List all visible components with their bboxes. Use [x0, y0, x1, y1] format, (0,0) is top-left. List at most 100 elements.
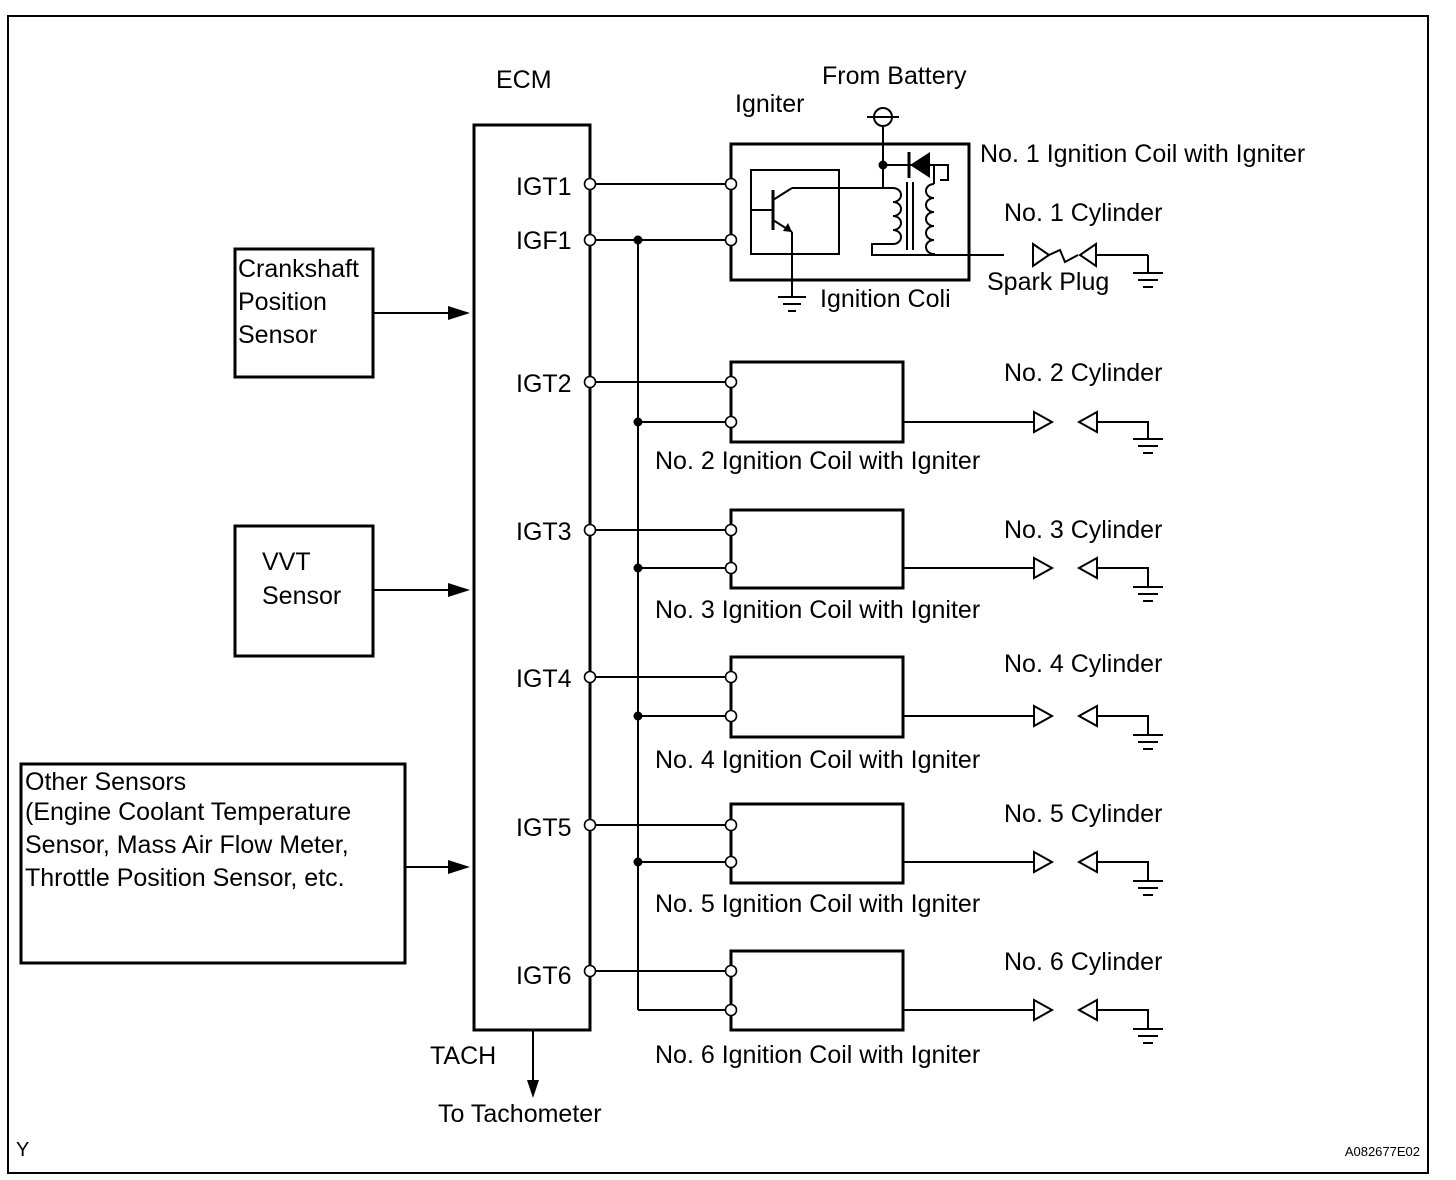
no2-cylinder-label: No. 2 Cylinder	[1004, 359, 1162, 387]
no2-coil-terminal-igt	[724, 375, 738, 389]
other-sensors-label-1: Other Sensors	[25, 768, 186, 796]
other-sensors: Other Sensors (Engine Coolant Temperatur…	[19, 762, 470, 965]
ecm-terminal-igf1	[583, 233, 597, 247]
from-battery-label: From Battery	[822, 62, 967, 90]
ecm-pin-igt5: IGT5	[516, 814, 572, 842]
no6-coil-terminal-igf	[724, 1003, 738, 1017]
no6-plug-ground-symbol	[1133, 1028, 1163, 1044]
no3-plug-ground-symbol	[1133, 586, 1163, 602]
no1-coil-box	[729, 142, 971, 282]
primary-winding	[871, 187, 1004, 256]
vvt-signal-arrow	[448, 583, 470, 597]
no1-coil-title: No. 1 Ignition Coil with Igniter	[980, 140, 1305, 168]
no6-ignition-coil-assembly: No. 6 Cylinder No. 6 Ignition Coil with …	[583, 948, 1163, 1069]
secondary-winding	[925, 183, 935, 255]
battery-diode	[910, 152, 930, 178]
no3-plug-ground-wire	[1097, 567, 1149, 586]
no5-plug-ground-wire	[1097, 861, 1149, 880]
no6-spark-plug-electrode-left	[1033, 998, 1055, 1022]
ecm-terminal-igt6	[583, 964, 597, 978]
transistor-emitter-arrow	[783, 223, 792, 232]
igniter-box	[750, 169, 840, 255]
no6-coil-box	[729, 949, 905, 1032]
diode-return-wire	[930, 164, 949, 181]
no5-coil-title: No. 5 Ignition Coil with Igniter	[655, 890, 980, 918]
igf5-bus-junction	[633, 857, 643, 867]
no4-ignition-coil-assembly: No. 4 Cylinder No. 4 Ignition Coil with …	[583, 650, 1163, 774]
no3-spark-plug-electrode-left	[1033, 556, 1055, 580]
no6-spark-plug-electrode-right	[1076, 998, 1098, 1022]
no2-coil-terminal-igf	[724, 415, 738, 429]
no5-cylinder-label: No. 5 Cylinder	[1004, 800, 1162, 828]
no1-coil-terminal-igt	[724, 177, 738, 191]
tach-destination: To Tachometer	[438, 1100, 602, 1128]
igf3-bus-junction	[633, 563, 643, 573]
no1-coil-terminal-igf	[724, 233, 738, 247]
other-sensors-box	[19, 762, 407, 965]
no5-coil-box	[729, 802, 905, 885]
transistor-collector	[772, 187, 793, 201]
no1-ignition-coil-assembly: From Battery Igniter No. 1 Ignition Coil…	[729, 62, 1305, 313]
no6-plug-ground-wire	[1097, 1009, 1149, 1028]
no6-coil-terminal-igt	[724, 964, 738, 978]
other-sensors-signal-arrow	[448, 860, 470, 874]
ecm-terminal-igt5	[583, 818, 597, 832]
no4-coil-title: No. 4 Ignition Coil with Igniter	[655, 746, 980, 774]
vvt-sensor-label-1: VVT	[262, 548, 311, 576]
no3-coil-terminal-igf	[724, 561, 738, 575]
no4-coil-box	[729, 655, 905, 739]
crankshaft-signal-arrow	[448, 306, 470, 320]
no6-cylinder-label: No. 6 Cylinder	[1004, 948, 1162, 976]
ecm-pin-igt3: IGT3	[516, 518, 572, 546]
ignition-coil-label: Ignition Coli	[820, 285, 951, 313]
crankshaft-sensor-label-2: Position	[238, 288, 327, 316]
ecm-terminal-igt3	[583, 523, 597, 537]
no2-spark-plug-electrode-right	[1076, 410, 1098, 434]
igf4-bus-junction	[633, 711, 643, 721]
no3-coil-title: No. 3 Ignition Coil with Igniter	[655, 596, 980, 624]
no4-cylinder-label: No. 4 Cylinder	[1004, 650, 1162, 678]
no3-cylinder-label: No. 3 Cylinder	[1004, 516, 1162, 544]
no6-coil-title: No. 6 Ignition Coil with Igniter	[655, 1041, 980, 1069]
vvt-sensor-label-2: Sensor	[262, 582, 341, 610]
igf2-bus-junction	[633, 417, 643, 427]
ecm-box	[472, 123, 592, 1032]
ecm-pin-igt4: IGT4	[516, 665, 572, 693]
no4-spark-plug-electrode-left	[1033, 704, 1055, 728]
tach-arrow	[527, 1080, 539, 1098]
no4-coil-terminal-igf	[724, 709, 738, 723]
crankshaft-sensor-label-3: Sensor	[238, 321, 317, 349]
igniter-label: Igniter	[735, 90, 804, 118]
ecm-pin-igf1: IGF1	[516, 227, 572, 255]
no1-cylinder-label: No. 1 Cylinder	[1004, 199, 1162, 227]
figure-code: A082677E02	[1345, 1144, 1420, 1159]
ecm-pin-igt1: IGT1	[516, 173, 572, 201]
no3-ignition-coil-assembly: No. 3 Cylinder No. 3 Ignition Coil with …	[583, 508, 1163, 624]
ecm-pin-igt2: IGT2	[516, 370, 572, 398]
no4-plug-ground-wire	[1097, 715, 1149, 734]
no2-coil-box	[729, 360, 905, 444]
other-sensors-label-2: (Engine Coolant Temperature	[25, 798, 351, 826]
tach-label: TACH	[430, 1042, 496, 1070]
no5-spark-plug-electrode-right	[1076, 850, 1098, 874]
no2-plug-ground-wire	[1097, 421, 1149, 438]
ecm-terminal-igt1	[583, 177, 597, 191]
no3-coil-terminal-igt	[724, 523, 738, 537]
no4-coil-terminal-igt	[724, 670, 738, 684]
no2-plug-ground-symbol	[1133, 438, 1163, 454]
no5-plug-ground-symbol	[1133, 880, 1163, 896]
ecm-label: ECM	[496, 66, 552, 94]
no5-spark-plug-electrode-left	[1033, 850, 1055, 874]
no3-spark-plug-electrode-right	[1076, 556, 1098, 580]
no4-plug-ground-symbol	[1133, 734, 1163, 750]
crankshaft-sensor-label-1: Crankshaft	[238, 255, 359, 283]
no5-coil-terminal-igt	[724, 818, 738, 832]
no1-spark-zigzag	[1048, 248, 1079, 264]
no2-coil-title: No. 2 Ignition Coil with Igniter	[655, 447, 980, 475]
no1-spark-plug-electrode-right	[1078, 242, 1097, 268]
ecm-pin-igt6: IGT6	[516, 962, 572, 990]
vvt-sensor: VVT Sensor	[233, 524, 470, 658]
no2-ignition-coil-assembly: No. 2 Cylinder No. 2 Ignition Coil with …	[583, 359, 1163, 475]
figure-frame	[7, 15, 1429, 1174]
